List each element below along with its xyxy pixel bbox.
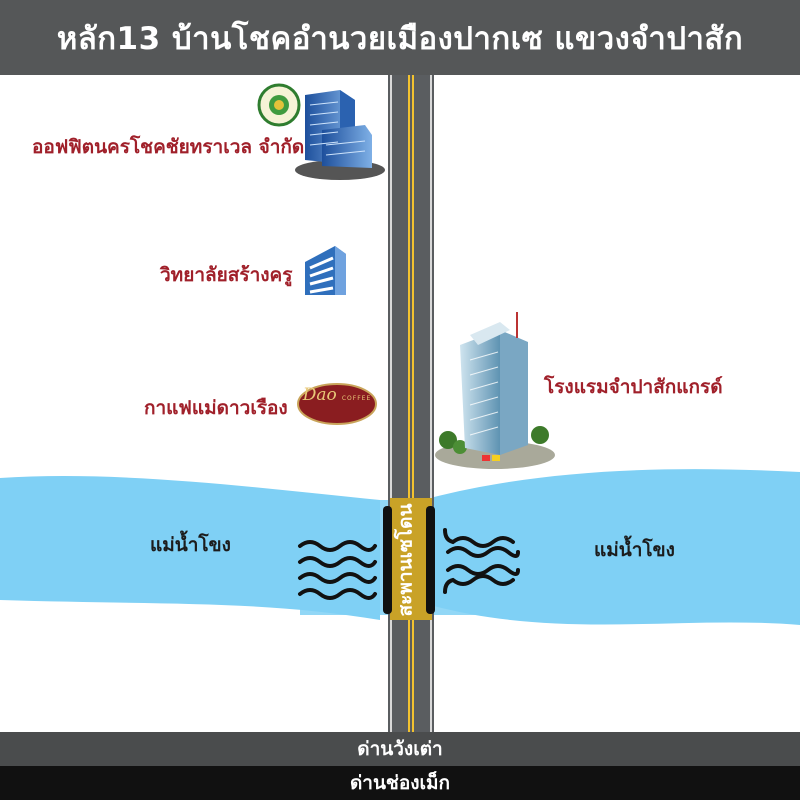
bridge-label-box: สะพานเซโดน <box>378 500 432 620</box>
college-label: วิทยาลัยสร้างครู <box>160 264 293 286</box>
checkpoint-upper-bar: ด่านวังเต่า <box>0 732 800 766</box>
river <box>0 476 380 620</box>
office-building-icon <box>295 90 385 180</box>
river-label-left: แม่น้ำโขง <box>150 534 231 556</box>
bridge-rail-right <box>426 506 435 614</box>
hotel-building-icon <box>435 312 555 469</box>
bridge <box>390 498 432 620</box>
road <box>388 75 434 732</box>
office-label: ออฟฟิตนครโชคชัยทราเวล จำกัด <box>32 136 305 158</box>
bridge-label: สะพานเซโดน <box>394 503 416 617</box>
river-label-right: แม่น้ำโขง <box>594 539 675 561</box>
coffee-logo-name: Dao <box>302 385 337 405</box>
checkpoint-lower-bar: ด่านช่องเม็ก <box>0 766 800 800</box>
checkpoint-upper-label: ด่านวังเต่า <box>357 738 443 760</box>
college-building-icon <box>305 246 346 295</box>
coffee-logo-sub: COFFEE <box>341 395 372 402</box>
coffee-logo-text: Dao COFFEE <box>298 385 376 405</box>
river-east <box>430 469 800 625</box>
cafe-label: กาแฟแม่ดาวเรือง <box>144 397 288 419</box>
water-waves-icon <box>443 528 520 594</box>
map-canvas <box>0 75 800 732</box>
water-waves-icon <box>298 540 377 600</box>
header-bar: หลัก13 บ้านโชคอำนวยเมืองปากเซ แขวงจำปาสั… <box>0 0 800 75</box>
checkpoint-lower-label: ด่านช่องเม็ก <box>349 772 451 794</box>
emblem-icon <box>257 83 301 127</box>
map-area: ออฟฟิตนครโชคชัยทราเวล จำกัด วิทยาลัยสร้า… <box>0 75 800 732</box>
bridge-rail-left <box>383 506 392 614</box>
coffee-logo-icon <box>297 383 377 425</box>
hotel-label: โรงแรมจำปาสักแกรด์ <box>544 376 723 398</box>
page-title: หลัก13 บ้านโชคอำนวยเมืองปากเซ แขวงจำปาสั… <box>56 20 744 57</box>
